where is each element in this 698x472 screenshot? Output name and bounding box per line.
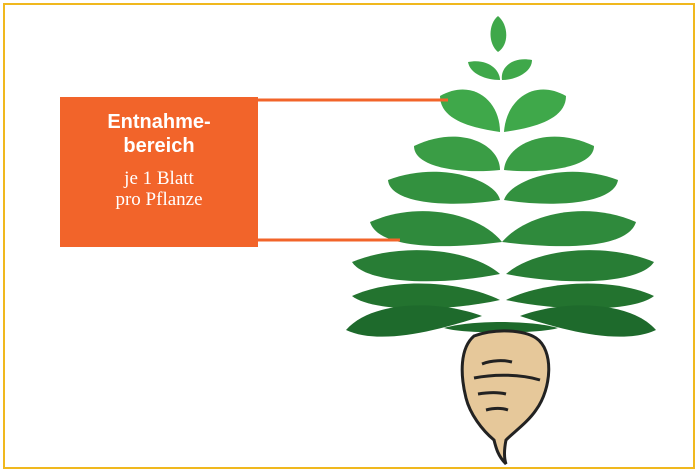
leaf-tier7-right <box>506 284 654 309</box>
leaf-tier4-right <box>504 172 618 204</box>
leaf-tier3-right <box>504 137 594 172</box>
beet-root <box>462 331 549 464</box>
leaf-tier1-left <box>468 61 500 80</box>
leaf-tier8-right <box>520 305 656 336</box>
leaf-tier5-right <box>502 211 636 246</box>
leaf-tier3-left <box>414 137 500 172</box>
leaf-tier6-left <box>352 250 500 281</box>
leaf-tier2-right <box>504 90 566 132</box>
leaf-tier1-right <box>502 59 532 80</box>
leaf-tier8-left <box>346 305 482 336</box>
root-mark-4 <box>486 409 508 411</box>
leaf-tier4-left <box>388 172 500 204</box>
root-mark-3 <box>478 393 506 395</box>
leaf-tier2-left <box>440 90 500 132</box>
leaf-tier6-right <box>506 250 654 281</box>
leaf-tier7-left <box>352 284 500 309</box>
leaf-top <box>491 16 507 52</box>
